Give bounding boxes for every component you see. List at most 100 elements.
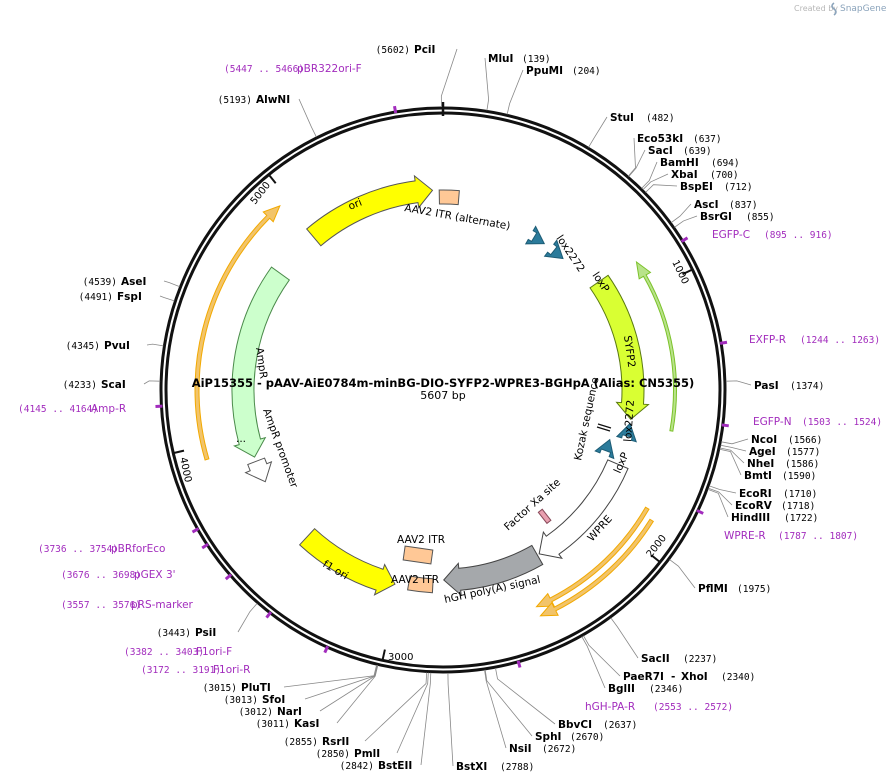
pointer-ncoi — [721, 438, 749, 445]
tick-2000 — [650, 554, 661, 563]
orf-syfp2 — [635, 260, 677, 432]
svg-text:EcoRV: EcoRV — [735, 500, 773, 512]
svg-text:BstEII: BstEII — [378, 760, 412, 772]
pointer-pflmi — [669, 559, 696, 589]
svg-text:(1244 .. 1263): (1244 .. 1263) — [800, 335, 880, 346]
svg-text:Amp-R: Amp-R — [91, 403, 126, 415]
svg-text:SacI: SacI — [648, 145, 673, 157]
svg-text:(482): (482) — [646, 113, 675, 124]
pointer-scai — [143, 380, 161, 385]
svg-text:pGEX 3': pGEX 3' — [134, 569, 176, 581]
svg-text:(4233): (4233) — [63, 380, 97, 391]
svg-text:(2637): (2637) — [603, 720, 637, 731]
primer-egfp-c: EGFP-C(895 .. 916) — [712, 229, 833, 241]
feature-label-syfp2: SYFP2 — [621, 335, 637, 368]
enzyme-asei: (4539)AseI — [83, 276, 147, 288]
primer-mark-9 — [224, 573, 233, 581]
svg-text:(3011): (3011) — [256, 719, 290, 730]
pointer-sacii — [610, 617, 639, 659]
svg-text:Eco53kI: Eco53kI — [637, 133, 683, 145]
svg-text:(204): (204) — [572, 66, 601, 77]
pointer-kasi — [336, 665, 379, 724]
svg-text:(3015): (3015) — [203, 683, 237, 694]
feature-label-lox2272-b: lox2272 — [622, 400, 637, 443]
svg-text:AscI: AscI — [694, 199, 719, 211]
enzyme-pluti: (3015)PluTI — [203, 682, 271, 694]
svg-text:(1710): (1710) — [783, 489, 817, 500]
svg-text:(1975): (1975) — [737, 584, 771, 595]
feature-syfp2 — [589, 274, 650, 421]
enzyme-ncoi: NcoI(1566) — [751, 434, 822, 446]
primer-pbr322ori-f: (5447 .. 5466)pBR322ori-F — [224, 63, 362, 75]
feature-ampr — [231, 266, 291, 458]
svg-text:AseI: AseI — [121, 276, 146, 288]
enzyme-ppumi: PpuMI(204) — [526, 65, 601, 77]
primer-mark-8 — [201, 542, 209, 550]
svg-text:(4345): (4345) — [66, 341, 100, 352]
svg-text:(1718): (1718) — [781, 501, 815, 512]
svg-text:(1722): (1722) — [784, 513, 818, 524]
svg-text:(1503 .. 1524): (1503 .. 1524) — [802, 417, 882, 428]
feature-label-aav2-itr-a: AAV2 ITR — [397, 534, 445, 546]
svg-text:WPRE-R: WPRE-R — [724, 530, 766, 542]
svg-text:BstXI: BstXI — [456, 761, 487, 773]
primer-pgex-3: (3676 .. 3698)pGEX 3' — [61, 569, 176, 581]
svg-text:(855): (855) — [746, 212, 775, 223]
enzyme-mlui: MluI(139) — [488, 53, 551, 65]
feature-label-factor-xa: Factor Xa site — [502, 477, 563, 534]
enzyme-bspei: BspEI(712) — [680, 181, 753, 193]
svg-text:(3557 .. 3576): (3557 .. 3576) — [61, 600, 141, 611]
enzyme-ecorv: EcoRV (1718) — [735, 500, 815, 512]
primer-mark-1 — [680, 236, 689, 243]
feature-ampr-promoter — [244, 457, 273, 483]
enzyme-nhei: NheI(1586) — [747, 458, 819, 470]
svg-text:(3736 .. 3754): (3736 .. 3754) — [38, 544, 118, 555]
enzyme-bsteii: (2842)BstEII — [340, 760, 413, 772]
pointer-pvui — [146, 343, 164, 347]
primer-mark-3 — [721, 423, 729, 428]
pointer-fspi — [159, 295, 175, 302]
svg-text:(895 .. 916): (895 .. 916) — [764, 230, 833, 241]
pointer-rsrii — [364, 672, 428, 742]
enzyme-pasi: PasI(1374) — [754, 380, 824, 392]
svg-text:(1577): (1577) — [786, 447, 820, 458]
enzyme-fspi: (4491)FspI — [79, 291, 142, 303]
enzyme-pcii: (5602)PciI — [376, 44, 436, 56]
enzyme-alwni: (5193)AlwNI — [218, 94, 290, 106]
svg-text:(3012): (3012) — [239, 707, 273, 718]
pointer-agei — [720, 444, 747, 452]
svg-text:(3013): (3013) — [224, 695, 258, 706]
svg-text:(2346): (2346) — [649, 684, 683, 695]
primer-f1ori-f: (3382 .. 3403)F1ori-F — [124, 646, 232, 658]
pointer-bmti — [719, 448, 742, 476]
pointer-psii — [237, 603, 258, 633]
primer-exfp-r: EXFP-R(1244 .. 1263) — [749, 334, 880, 346]
primer-prs-marker: (3557 .. 3576)pRS-marker — [61, 599, 194, 611]
pointer-nsii — [484, 669, 507, 749]
svg-text:SfoI: SfoI — [262, 694, 285, 706]
feature-aav2-itr-alternate — [438, 189, 460, 206]
tick-5000 — [268, 174, 277, 184]
svg-text:(2237): (2237) — [683, 654, 717, 665]
enzyme-asci: AscI(837) — [694, 199, 758, 211]
ampr-ellipsis: ··· — [236, 436, 246, 448]
svg-text:PsiI: PsiI — [195, 627, 216, 639]
enzyme-sacii: SacII (2237) — [641, 653, 717, 665]
svg-text:(2850): (2850) — [316, 749, 350, 760]
svg-text:KasI: KasI — [294, 718, 319, 730]
pointer-asei — [163, 280, 180, 287]
svg-text:pBRforEco: pBRforEco — [111, 543, 165, 555]
enzyme-kasi: (3011) KasI — [256, 718, 320, 730]
svg-text:HindIII: HindIII — [731, 512, 770, 524]
svg-text:(2340): (2340) — [721, 672, 755, 683]
svg-text:NheI: NheI — [747, 458, 774, 470]
orf-wpre-a — [535, 506, 650, 608]
svg-text:SacII: SacII — [641, 653, 670, 665]
svg-text:(139): (139) — [522, 54, 551, 65]
enzyme-nari: (3012)NarI — [239, 706, 302, 718]
svg-text:(639): (639) — [683, 146, 712, 157]
primer-mark-2 — [719, 340, 728, 345]
svg-text:PvuI: PvuI — [104, 340, 130, 352]
feature-label-loxp-b: loxP — [612, 451, 632, 476]
backbone — [159, 102, 727, 674]
